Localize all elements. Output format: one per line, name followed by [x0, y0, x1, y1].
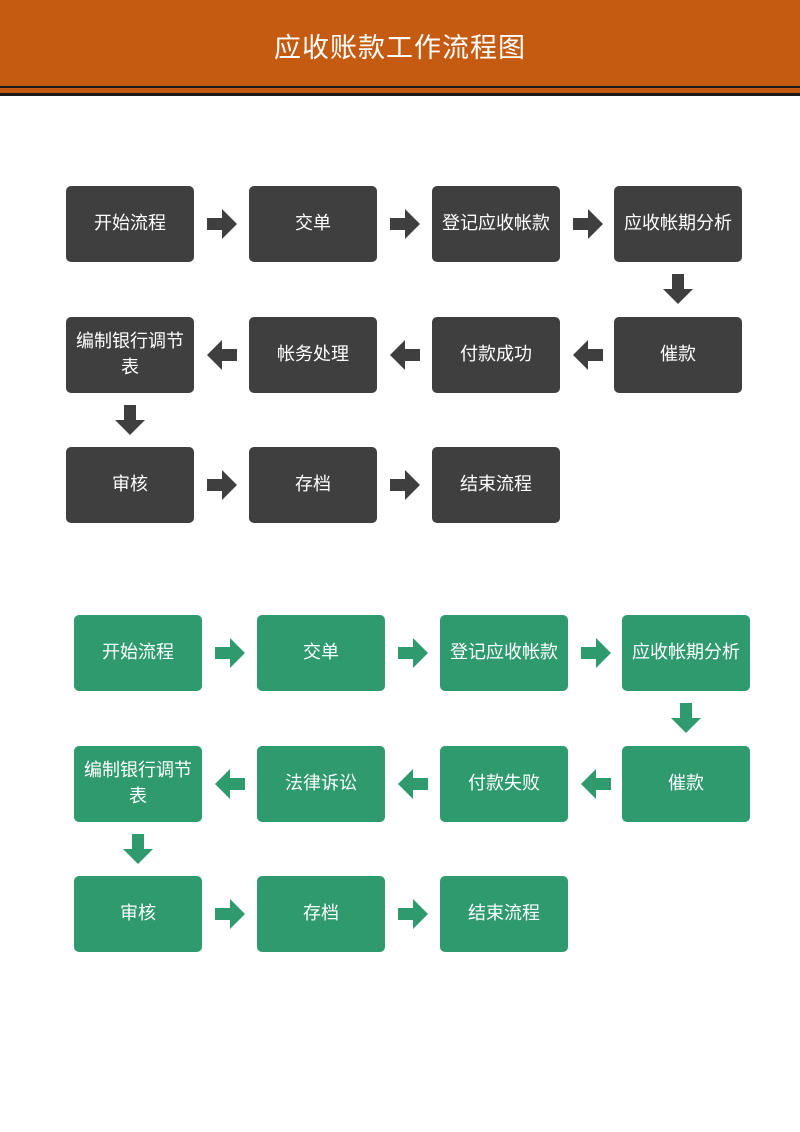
flow2-step-collect: 催款: [622, 746, 750, 822]
arrow-right-icon: [390, 470, 420, 504]
flow2-step-end: 结束流程: [440, 876, 568, 952]
flow1-step-accounting: 帐务处理: [249, 317, 377, 393]
flow1-step-submit: 交单: [249, 186, 377, 262]
flow2-step-payment-failed: 付款失败: [440, 746, 568, 822]
flow2-step-submit: 交单: [257, 615, 385, 691]
flow2-step-start: 开始流程: [74, 615, 202, 691]
arrow-right-icon: [390, 209, 420, 243]
arrow-right-icon: [207, 209, 237, 243]
flow2-step-archive: 存档: [257, 876, 385, 952]
flow2-step-audit: 审核: [74, 876, 202, 952]
flow1-step-analysis: 应收帐期分析: [614, 186, 742, 262]
arrow-right-icon: [207, 470, 237, 504]
flow1-step-payment: 付款成功: [432, 317, 560, 393]
arrow-right-icon: [581, 638, 611, 672]
page-header: 应收账款工作流程图: [0, 0, 800, 96]
arrow-right-icon: [398, 899, 428, 933]
arrow-left-icon: [398, 769, 428, 803]
flow1-step-start: 开始流程: [66, 186, 194, 262]
arrow-right-icon: [398, 638, 428, 672]
flow1-step-audit: 审核: [66, 447, 194, 523]
flow2-step-litigation: 法律诉讼: [257, 746, 385, 822]
flow1-step-reconciliation: 编制银行调节表: [66, 317, 194, 393]
flow2-step-reconciliation: 编制银行调节表: [74, 746, 202, 822]
flow1-step-register: 登记应收帐款: [432, 186, 560, 262]
flow1-step-end: 结束流程: [432, 447, 560, 523]
arrow-down-icon: [115, 405, 145, 439]
flow1-step-archive: 存档: [249, 447, 377, 523]
arrow-right-icon: [573, 209, 603, 243]
arrow-down-icon: [663, 274, 693, 308]
flow1-step-collect: 催款: [614, 317, 742, 393]
arrow-right-icon: [215, 638, 245, 672]
header-divider: [0, 86, 800, 88]
page-title: 应收账款工作流程图: [274, 33, 526, 64]
flow2-step-analysis: 应收帐期分析: [622, 615, 750, 691]
arrow-down-icon: [123, 834, 153, 868]
arrow-left-icon: [390, 340, 420, 374]
arrow-left-icon: [581, 769, 611, 803]
arrow-left-icon: [207, 340, 237, 374]
flow2-step-register: 登记应收帐款: [440, 615, 568, 691]
arrow-left-icon: [215, 769, 245, 803]
arrow-down-icon: [671, 703, 701, 737]
arrow-left-icon: [573, 340, 603, 374]
arrow-right-icon: [215, 899, 245, 933]
